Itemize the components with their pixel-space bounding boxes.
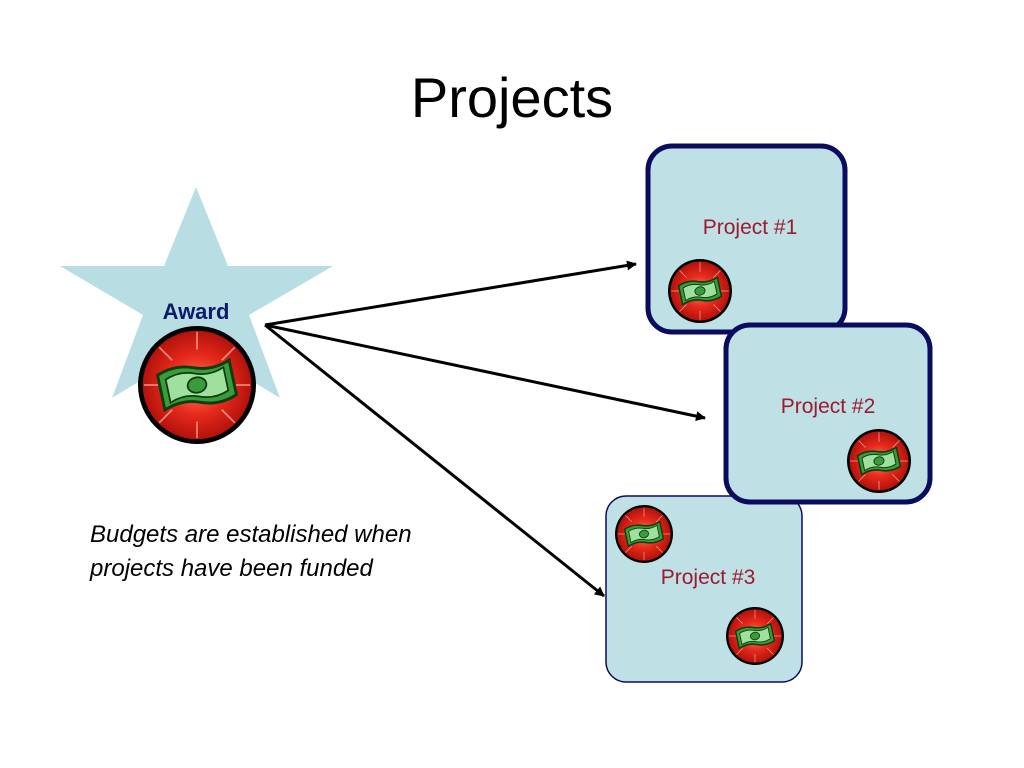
award-label: Award: [163, 299, 230, 324]
award-star-shape: [60, 187, 333, 398]
award-node: Award: [60, 187, 333, 444]
money-icon: [847, 429, 911, 493]
money-icon: [726, 607, 784, 665]
project-box-3: Project #3: [606, 496, 803, 683]
project-box-2: Project #2: [723, 322, 933, 502]
money-icon: [138, 326, 256, 444]
project-box-1: Project #1: [645, 143, 848, 332]
money-icon: [668, 259, 732, 323]
arrow-to-project-2: [264, 323, 706, 422]
money-icon: [615, 505, 673, 563]
project-3-label: Project #3: [661, 566, 756, 589]
project-1-label: Project #1: [703, 216, 798, 239]
arrow-to-project-3: [264, 323, 605, 598]
caption-text: Budgets are established when projects ha…: [90, 521, 412, 582]
arrow-to-project-1: [264, 260, 637, 327]
project-2-label: Project #2: [781, 395, 876, 418]
arrows: [264, 260, 706, 598]
slide-title: Projects: [410, 66, 614, 129]
